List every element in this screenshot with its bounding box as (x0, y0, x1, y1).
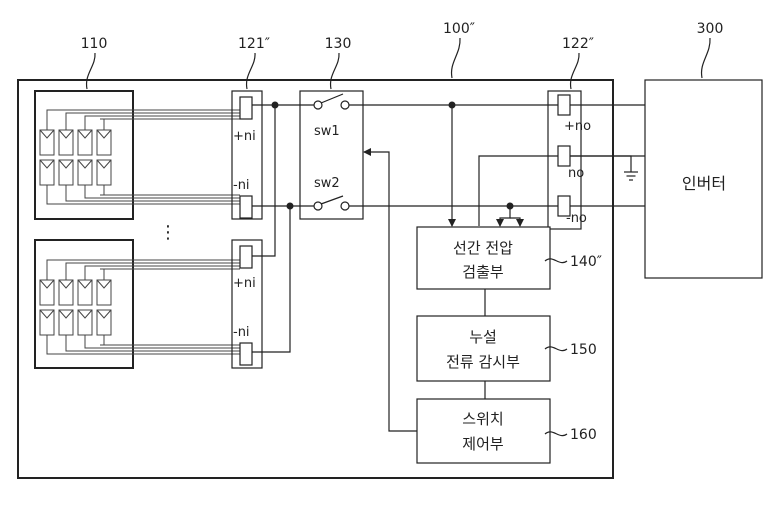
switch-controller-label-2: 제어부 (462, 435, 504, 453)
solar-panel-group-2 (34, 239, 240, 369)
switch-label-sw1: sw1 (314, 124, 340, 139)
ref-label-110: 110 (81, 36, 108, 52)
inverter-box (644, 79, 763, 279)
system-boundary (17, 79, 614, 479)
voltage-detector-box (416, 226, 551, 290)
input-terminal-block-1 (231, 90, 263, 220)
leader-lines (85, 37, 711, 437)
leakage-monitor-label-1: 누설 (469, 328, 497, 346)
terminal-label-ground-out: no (568, 166, 584, 181)
ref-label-160: 160 (570, 427, 597, 443)
switch-controller-label-1: 스위치 (462, 410, 503, 428)
ellipsis-mark: ⋮ (159, 222, 177, 243)
terminal-label-neg-in-1: -ni (233, 178, 250, 193)
voltage-detector-label-1: 선간 전압 (453, 239, 513, 257)
ref-label-150: 150 (570, 342, 597, 358)
ref-label-130: 130 (325, 36, 352, 52)
leakage-monitor-label-2: 전류 감시부 (446, 353, 520, 371)
ref-label-121: 121″ (238, 36, 270, 52)
ref-label-122: 122″ (562, 36, 594, 52)
main-wiring (252, 93, 645, 432)
voltage-detector-label-2: 검출부 (462, 263, 504, 281)
ref-label-140: 140″ (570, 254, 602, 270)
ref-label-300: 300 (697, 21, 724, 37)
switch-controller-box (416, 398, 551, 464)
ref-label-100: 100″ (443, 21, 475, 37)
terminal-label-neg-in-2: -ni (233, 325, 250, 340)
inverter-label: 인버터 (682, 174, 726, 193)
solar-panel-group-1 (34, 90, 240, 220)
terminal-label-neg-out: -no (566, 211, 587, 226)
switch-label-sw2: sw2 (314, 176, 340, 191)
terminal-label-pos-in-2: +ni (233, 276, 256, 291)
terminal-label-pos-in-1: +ni (233, 129, 256, 144)
terminal-label-pos-out: +no (564, 119, 591, 134)
leakage-monitor-box (416, 315, 551, 382)
input-terminal-block-2 (231, 239, 263, 369)
junction-dots (271, 101, 514, 210)
output-terminal-block (547, 90, 582, 230)
